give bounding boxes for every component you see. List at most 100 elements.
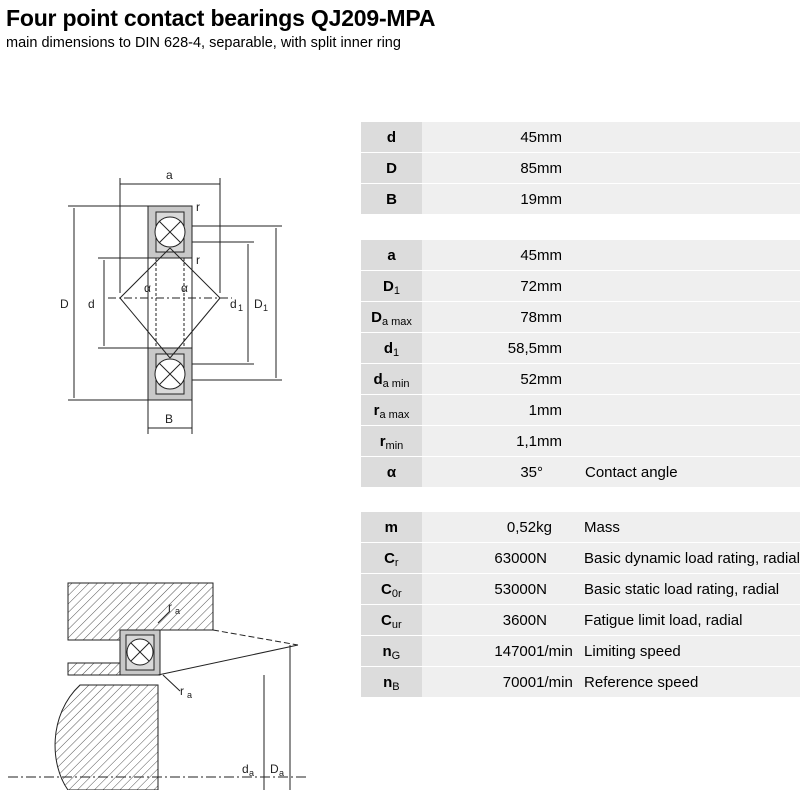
label-ra-bottom-sub: a bbox=[187, 690, 192, 700]
spec-symbol-main: C bbox=[381, 580, 392, 598]
label-D1-sub: 1 bbox=[263, 303, 268, 313]
spec-symbol-main: D bbox=[383, 277, 394, 295]
spec-symbol: D1 bbox=[361, 271, 422, 301]
spec-unit: 1/min bbox=[536, 667, 585, 697]
label-D1: D bbox=[254, 297, 263, 311]
spec-unit: mm bbox=[537, 364, 585, 394]
spec-description bbox=[585, 271, 800, 301]
spec-unit: mm bbox=[537, 240, 585, 270]
spec-description: Fatigue limit load, radial bbox=[584, 605, 800, 635]
spec-symbol-subscript: a max bbox=[379, 408, 410, 421]
spec-value: 3600 bbox=[421, 605, 537, 635]
label-ra-top: r bbox=[168, 600, 172, 614]
spec-unit: kg bbox=[536, 512, 585, 542]
label-alpha-right: α bbox=[181, 281, 188, 295]
spec-symbol: a bbox=[361, 240, 422, 270]
spec-symbol: C0r bbox=[361, 574, 422, 604]
spec-value: 1 bbox=[422, 395, 537, 425]
label-a: a bbox=[166, 168, 173, 182]
spec-symbol-main: d bbox=[373, 370, 383, 388]
label-d: d bbox=[88, 297, 95, 311]
page-title: Four point contact bearings QJ209-MPA bbox=[6, 5, 436, 31]
spec-symbol-main: α bbox=[386, 463, 397, 481]
spec-symbol: nB bbox=[361, 667, 422, 697]
page-subtitle: main dimensions to DIN 628-4, separable,… bbox=[6, 35, 401, 51]
spec-symbol: da min bbox=[361, 364, 422, 394]
spec-value: 1,1 bbox=[422, 426, 537, 456]
spec-description bbox=[585, 333, 800, 363]
spec-description: Mass bbox=[584, 512, 800, 542]
label-r-top: r bbox=[196, 200, 200, 214]
spec-unit: 1/min bbox=[536, 636, 585, 666]
spec-symbol-main: D bbox=[371, 308, 382, 326]
spec-symbol: d1 bbox=[361, 333, 422, 363]
spec-description bbox=[585, 302, 800, 332]
spec-value: 85 bbox=[422, 153, 537, 183]
spec-unit: N bbox=[536, 543, 585, 573]
label-ra-bottom: r bbox=[180, 684, 184, 698]
spec-unit: mm bbox=[537, 153, 585, 183]
spec-symbol: Cur bbox=[361, 605, 422, 635]
spec-description: Limiting speed bbox=[584, 636, 800, 666]
spec-symbol-subscript: r bbox=[394, 556, 399, 569]
spec-symbol-subscript: 0r bbox=[391, 587, 402, 600]
spec-unit: mm bbox=[537, 271, 585, 301]
spec-description bbox=[585, 426, 800, 456]
spec-value: 14700 bbox=[421, 636, 537, 666]
spec-symbol-main: n bbox=[383, 673, 393, 691]
spec-description bbox=[585, 240, 800, 270]
spec-value: 45 bbox=[422, 240, 537, 270]
bearing-section-drawing: a r r α α D d d 1 D 1 B bbox=[8, 148, 316, 456]
spec-symbol: B bbox=[361, 184, 422, 214]
spec-description: Basic static load rating, radial bbox=[584, 574, 800, 604]
spec-description bbox=[585, 395, 800, 425]
label-D: D bbox=[60, 297, 69, 311]
spec-symbol-main: d bbox=[386, 128, 397, 146]
spec-symbol: m bbox=[361, 512, 422, 542]
spec-symbol-main: C bbox=[384, 549, 395, 567]
spec-unit: mm bbox=[537, 426, 585, 456]
spec-value: 78 bbox=[422, 302, 537, 332]
spec-symbol: Cr bbox=[361, 543, 422, 573]
label-da: d bbox=[242, 762, 249, 776]
spec-value: 52 bbox=[422, 364, 537, 394]
mounting-svg: r a r a d a D a bbox=[8, 582, 308, 790]
spec-symbol: nG bbox=[361, 636, 422, 666]
spec-unit: mm bbox=[537, 395, 585, 425]
spec-description: Contact angle bbox=[585, 457, 800, 487]
spec-symbol-main: n bbox=[382, 642, 392, 660]
spec-value: 72 bbox=[422, 271, 537, 301]
spec-symbol-main: D bbox=[386, 159, 397, 177]
spec-symbol: rmin bbox=[361, 426, 422, 456]
spec-unit: mm bbox=[537, 302, 585, 332]
spec-symbol-subscript: a max bbox=[381, 315, 412, 328]
spec-symbol: d bbox=[361, 122, 422, 152]
spec-description bbox=[585, 184, 800, 214]
spec-description bbox=[585, 122, 800, 152]
spec-value: 7000 bbox=[421, 667, 537, 697]
spec-symbol: ra max bbox=[361, 395, 422, 425]
spec-description: Reference speed bbox=[584, 667, 800, 697]
spec-symbol-main: d bbox=[383, 339, 394, 357]
label-d1-sub: 1 bbox=[238, 303, 243, 313]
spec-value: 35 bbox=[422, 457, 537, 487]
spec-symbol-subscript: B bbox=[392, 680, 400, 693]
spec-symbol-subscript: G bbox=[391, 649, 401, 662]
spec-value: 53000 bbox=[421, 574, 537, 604]
spec-value: 45 bbox=[422, 122, 537, 152]
